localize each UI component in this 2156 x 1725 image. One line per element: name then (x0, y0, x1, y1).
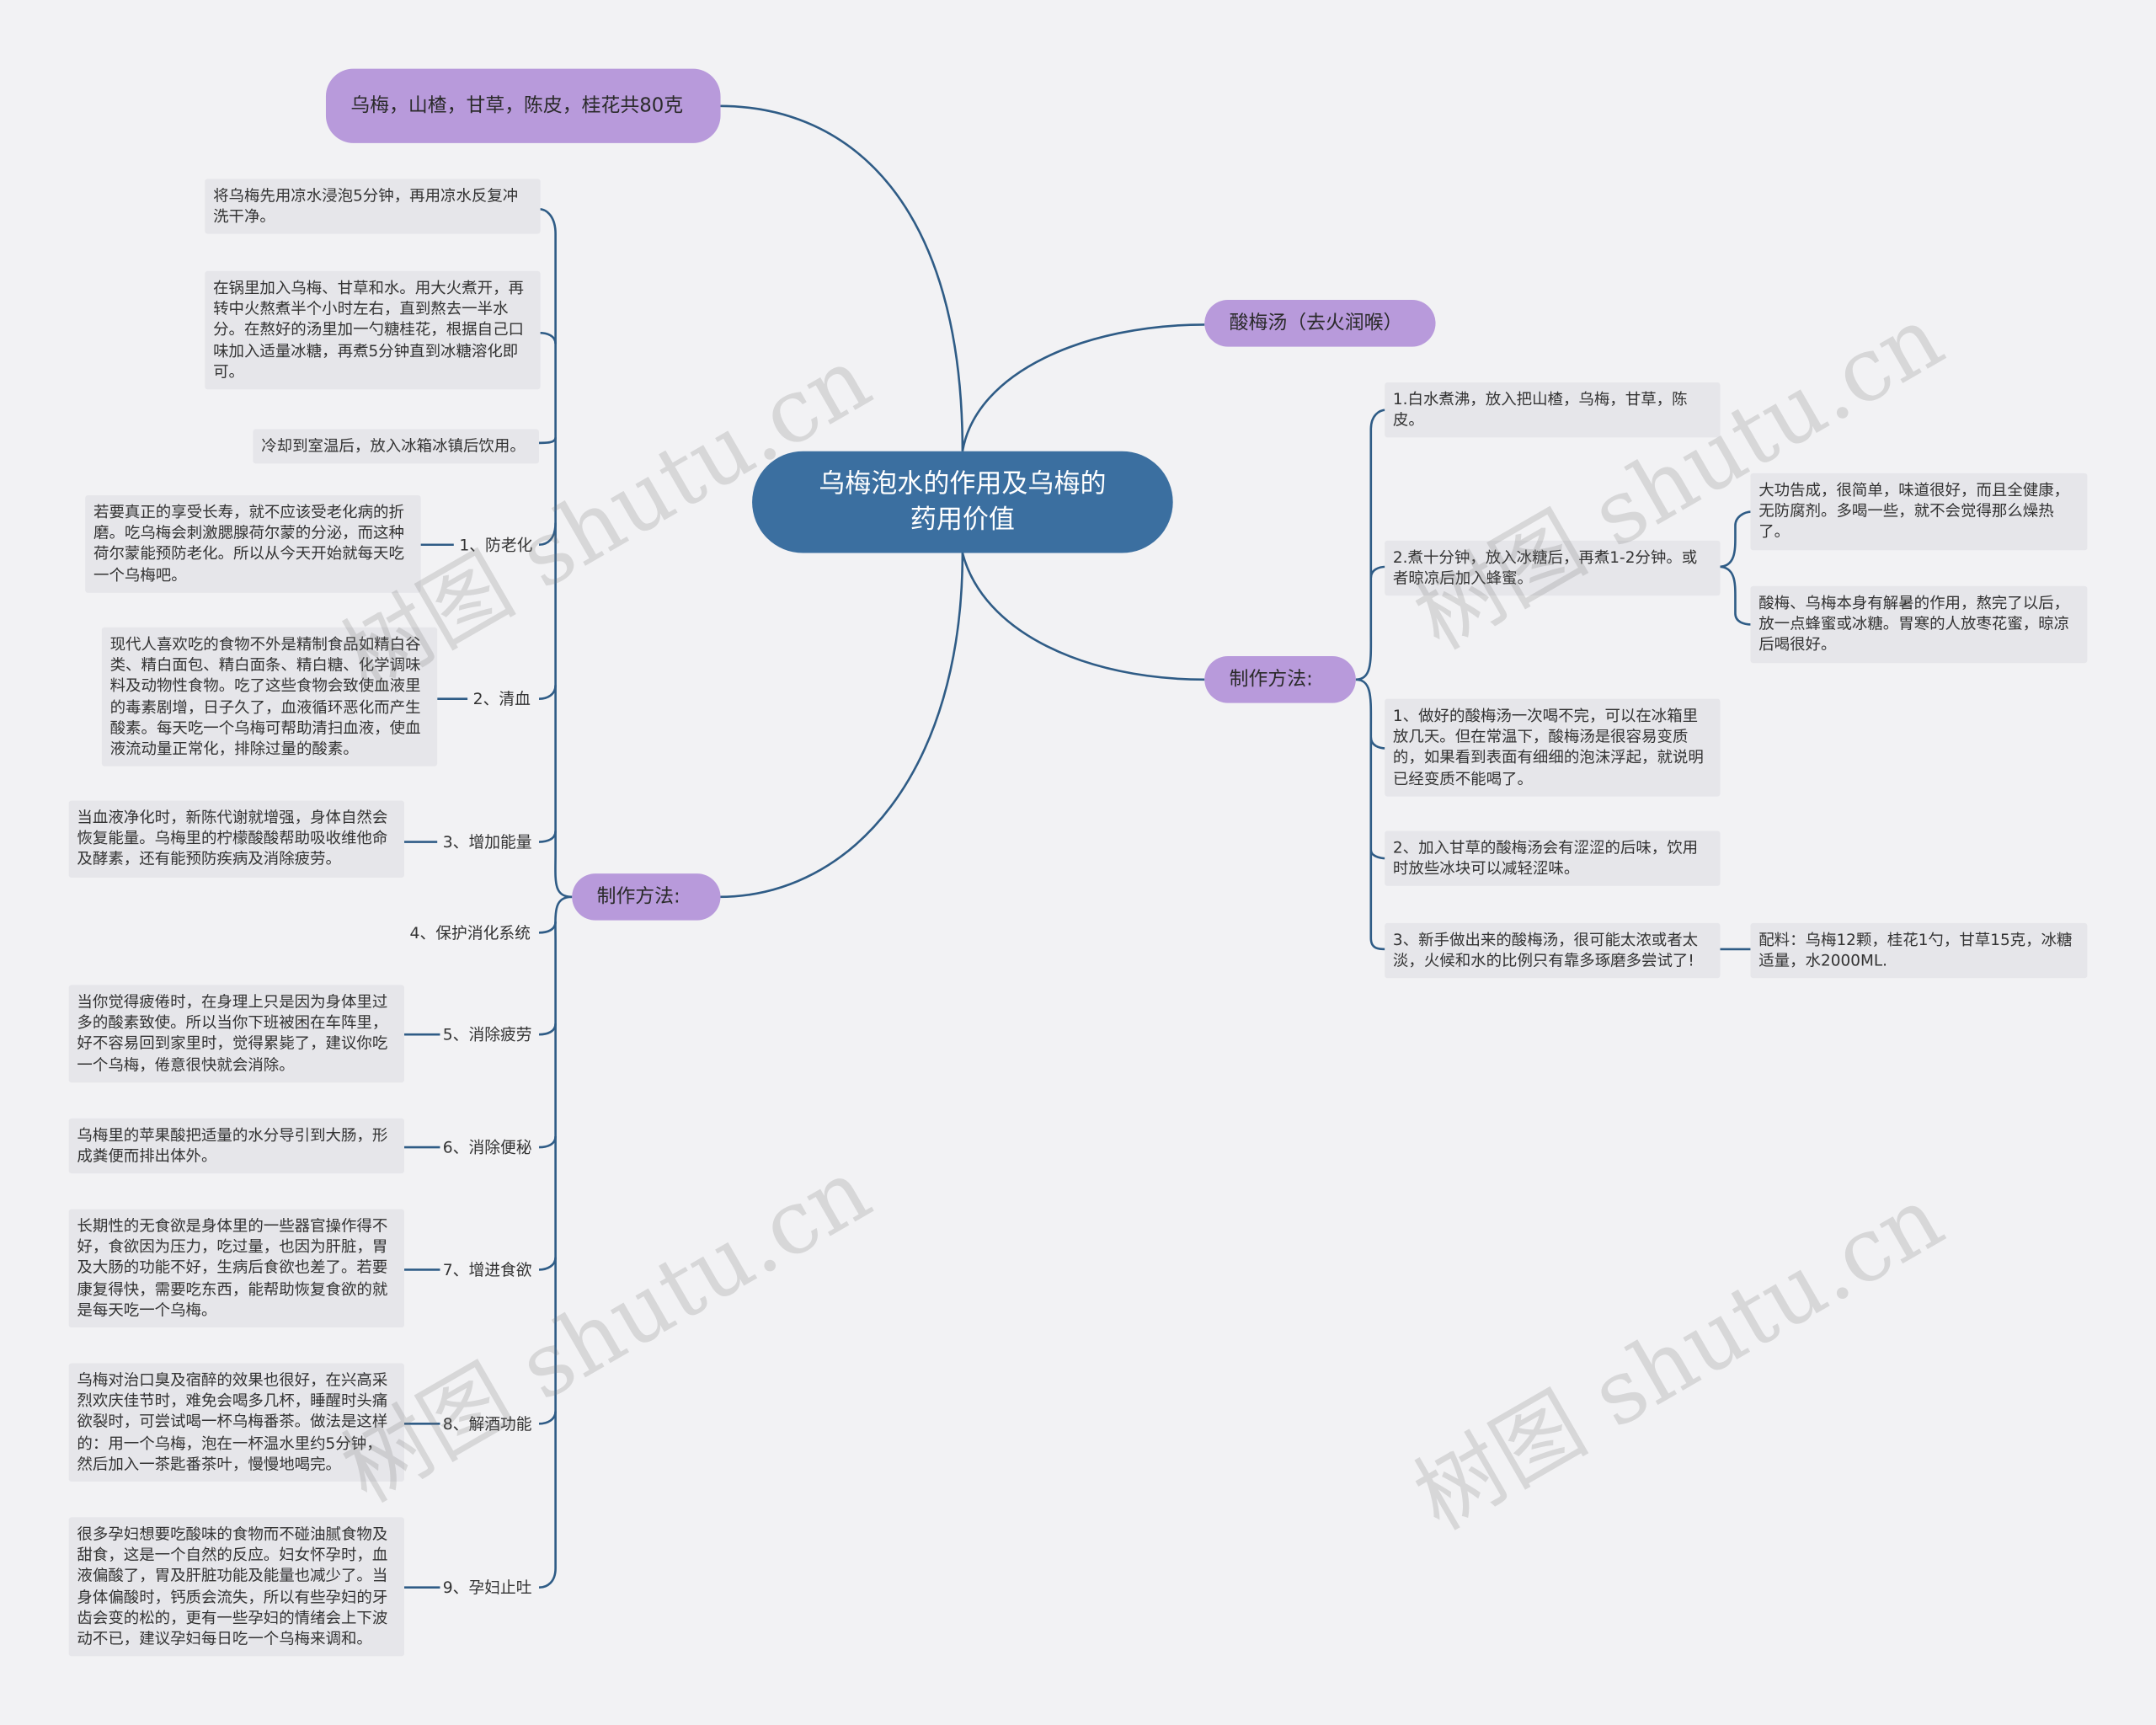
right-item-5: 3、新手做出来的酸梅汤，很可能太浓或者太淡，火候和水的比例只有靠多琢磨多尝试了! (1385, 922, 1721, 979)
benefit-6-text: 乌梅里的苹果酸把适量的水分导引到大肠，形成粪便而排出体外。 (68, 1118, 405, 1174)
right-item-2: 2.煮十分钟，放入冰糖后，再煮1-2分钟。或者晾凉后加入蜂蜜。 (1385, 540, 1721, 596)
link-left-spine (538, 207, 573, 899)
right-method-node[interactable]: 制作方法: (1204, 656, 1356, 703)
link-root-ingredients (718, 104, 964, 451)
root-topic[interactable]: 乌梅泡水的作用及乌梅的药用价值 (752, 451, 1173, 553)
ingredients-node[interactable]: 乌梅，山楂，甘草，陈皮，桂花共80克 (325, 68, 721, 143)
benefit-2-label[interactable]: 2、清血 (472, 689, 531, 709)
benefit-9-label[interactable]: 9、孕妇止吐 (442, 1578, 532, 1598)
benefit-5-label[interactable]: 5、消除疲劳 (442, 1024, 532, 1044)
link-root-left-method (718, 553, 964, 899)
benefit-8-label[interactable]: 8、解酒功能 (442, 1413, 532, 1434)
benefit-1-label[interactable]: 1、防老化 (459, 535, 533, 555)
link-root-right-method (961, 553, 1205, 681)
benefit-5-text: 当你觉得疲倦时，在身理上只是因为身体里过多的酸素致使。所以当你下班被困在车阵里，… (68, 985, 405, 1083)
benefit-7-text: 长期性的无食欲是身体里的一些器官操作得不好，食欲因为压力，吃过量，也因为肝脏，胃… (68, 1209, 405, 1328)
step-2-box: 在锅里加入乌梅、甘草和水。用大火煮开，再转中火熬煮半个小时左右，直到熬去一半水分… (205, 270, 541, 390)
step-3-box: 冷却到室温后，放入冰箱冰镇后饮用。 (253, 429, 540, 464)
benefit-1-text: 若要真正的享受长寿，就不应该受老化病的折磨。吃乌梅会刺激腮腺荷尔蒙的分泌，而这种… (85, 494, 421, 593)
link-right-spine-low (1355, 678, 1386, 951)
link-left-spine-low (538, 895, 573, 1589)
right-item-2-sub-2: 酸梅、乌梅本身有解暑的作用，熬完了以后，放一点蜂蜜或冰糖。胃寒的人放枣花蜜，晾凉… (1750, 585, 2088, 663)
soup-node[interactable]: 酸梅汤（去火润喉） (1204, 300, 1436, 347)
right-item-2-sub-1: 大功告成，很简单，味道很好，而且全健康，无防腐剂。多喝一些，就不会觉得那么燥热了… (1750, 473, 2088, 550)
right-item-1: 1.白水煮沸，放入把山楂，乌梅，甘草，陈皮。 (1385, 382, 1721, 439)
left-method-node[interactable]: 制作方法: (572, 873, 721, 921)
right-item-4: 2、加入甘草的酸梅汤会有涩涩的后味，饮用时放些冰块可以减轻涩味。 (1385, 830, 1721, 887)
benefit-9-text: 很多孕妇想要吃酸味的食物而不碰油腻食物及甜食，这是一个自然的反应。妇女怀孕时，血… (68, 1517, 405, 1657)
benefit-6-label[interactable]: 6、消除便秘 (442, 1137, 532, 1157)
benefit-3-label[interactable]: 3、增加能量 (442, 832, 532, 852)
right-item-5-sub-1: 配料：乌梅12颗，桂花1勺，甘草15克，冰糖适量，水2000ML. (1750, 922, 2088, 979)
step-1-box: 将乌梅先用凉水浸泡5分钟，再用凉水反复冲洗干净。 (205, 179, 541, 235)
link-root-soup (961, 323, 1205, 451)
right-item-3: 1、做好的酸梅汤一次喝不完，可以在冰箱里放几天。但在常温下，酸梅汤是很容易变质的… (1385, 698, 1721, 797)
benefit-7-label[interactable]: 7、增进食欲 (442, 1260, 532, 1279)
benefit-8-text: 乌梅对治口臭及宿醉的效果也很好，在兴高采烈欢庆佳节时，难免会喝多几杯，睡醒时头痛… (68, 1363, 405, 1482)
benefit-2-text: 现代人喜欢吃的食物不外是精制食品如精白谷类、精白面包、精白面条、精白糖、化学调味… (101, 627, 438, 767)
benefit-3-text: 当血液净化时，新陈代谢就增强，身体自然会恢复能量。乌梅里的柠檬酸酸帮助吸收维他命… (68, 800, 405, 878)
benefit-4-label[interactable]: 4、保护消化系统 (409, 922, 531, 943)
link-right-spine (1355, 409, 1386, 681)
